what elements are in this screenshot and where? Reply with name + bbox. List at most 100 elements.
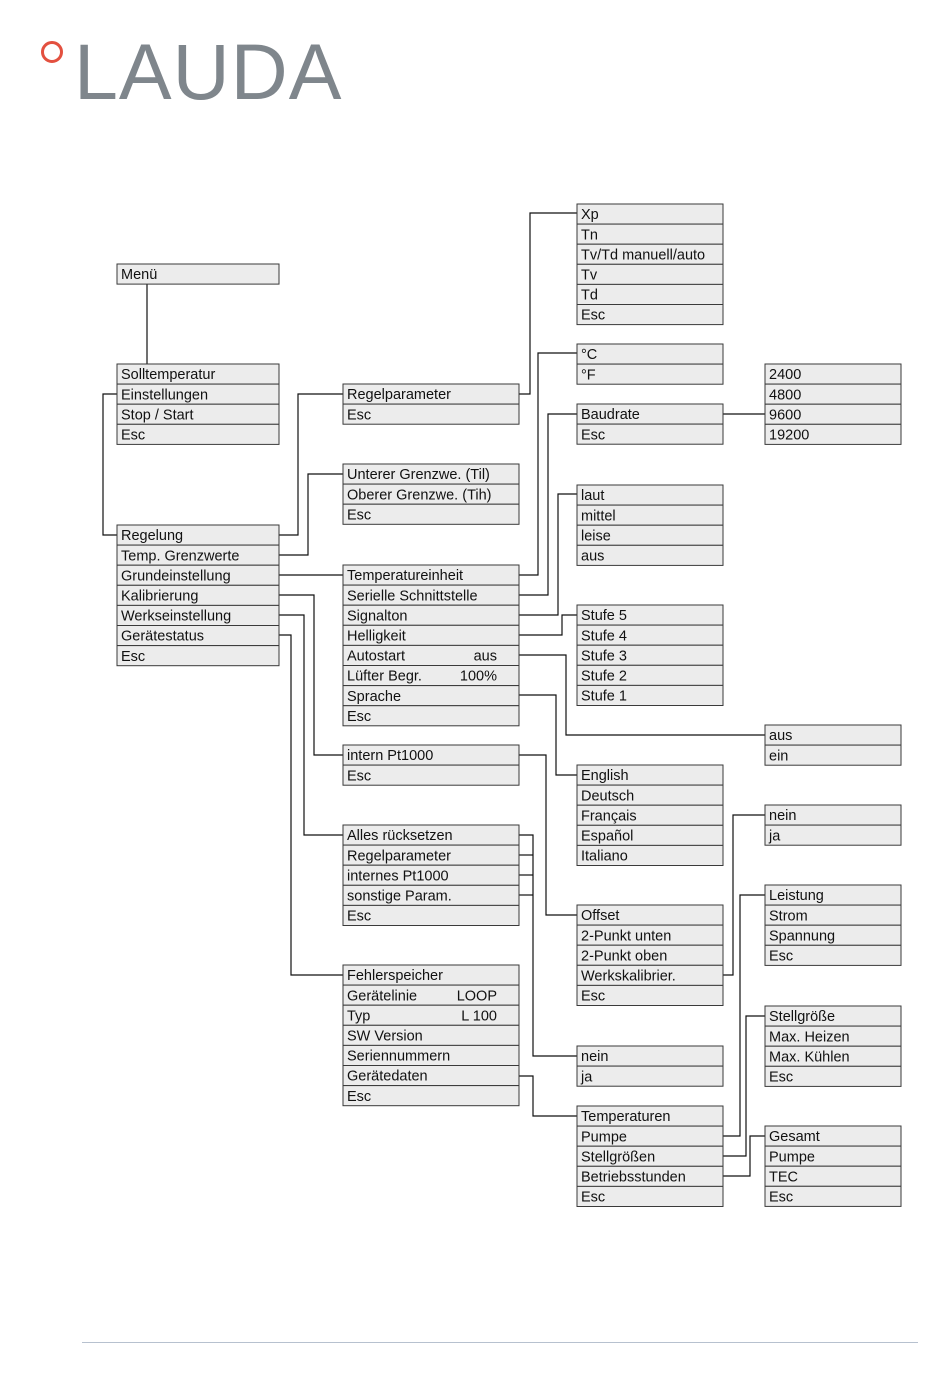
menu-row-box [116,645,280,667]
menu-row-label: Signalton [347,608,407,624]
menu-row: nein [576,1045,724,1067]
connector-line [519,754,577,916]
menu-row: Gerätestatus [116,625,280,647]
menu-row: Stellgröße [764,1005,902,1027]
menu-row: Td [576,283,724,305]
menu-row-label: Stellgrößen [581,1149,655,1165]
menu-row: Esc [576,423,724,445]
connector-line [723,894,765,1137]
menu-row: °C [576,343,724,365]
menu-row-box [576,363,724,385]
connector-line [279,614,343,836]
menu-row: Esc [576,984,724,1007]
menu-row: Esc [116,645,280,667]
menu-row-label: Français [581,808,637,824]
menu-row: Regelung [116,524,280,546]
menu-table-limits: Unterer Grenzwe. (Til)Oberer Grenzwe. (T… [342,463,520,525]
menu-row-label: Strom [769,908,808,924]
menu-row: 2-Punkt oben [576,944,724,966]
menu-row-label: Esc [347,909,371,925]
menu-row-label: Stufe 2 [581,669,627,685]
menu-row-box [342,904,520,927]
connector-line [519,413,577,596]
menu-row: Serielle Schnittstelle [342,584,520,606]
menu-row-box [764,824,902,846]
menu-row-label: Esc [581,1190,605,1206]
menu-row-label: Xp [581,207,599,223]
connector-line [519,1075,577,1117]
menu-row-label: Italiano [581,849,628,865]
menu-row-label: Menü [121,267,157,283]
menu-row: Tv/Td manuell/auto [576,243,724,265]
menu-row-label: Leistung [769,888,824,904]
menu-row: Esc [342,403,520,425]
menu-row: Temperaturen [576,1105,724,1127]
menu-row: Unterer Grenzwe. (Til) [342,463,520,485]
connector-line [723,1015,765,1157]
menu-row-value: L 100 [461,1008,497,1024]
menu-row: Helligkeit [342,624,520,646]
menu-row-label: Regelparameter [347,848,451,864]
menu-row-label: Stufe 4 [581,628,627,644]
menu-row: aus [576,544,724,566]
menu-row: Stufe 1 [576,684,724,707]
menu-row-box [764,1065,902,1087]
menu-row-label: Unterer Grenzwe. (Til) [347,467,490,483]
menu-row: SW Version [342,1024,520,1046]
menu-row: Alles rücksetzen [342,824,520,846]
menu-row: Offset [576,904,724,926]
menu-row-label: 2-Punkt unten [581,928,671,944]
menu-row: laut [576,484,724,506]
menu-row: Temperatureinheit [342,564,520,586]
connector-line [519,493,577,616]
menu-row: aus [764,724,902,746]
menu-row-value: LOOP [457,988,497,1004]
menu-row-label: Español [581,829,633,845]
menu-row: 9600 [764,403,902,425]
menu-row-box [576,984,724,1007]
menu-row-box [576,844,724,867]
menu-row: ja [764,824,902,846]
menu-row-box [576,343,724,365]
menu-row-box [576,1185,724,1208]
menu-row-label: Typ [347,1008,370,1024]
menu-row: Lüfter Begr.100% [342,665,520,687]
menu-row-box [342,705,520,727]
menu-row-label: Esc [581,989,605,1005]
menu-row-box [342,503,520,525]
logo-ring-icon [41,41,63,63]
menu-row-label: aus [581,549,604,565]
menu-row: internes Pt1000 [342,864,520,886]
connector-line [102,393,117,536]
menu-row: leise [576,524,724,546]
menu-row: Grundeinstellung [116,564,280,586]
menu-row-box [576,544,724,566]
menu-row: mittel [576,504,724,526]
menu-row-value: 100% [460,669,497,685]
menu-row-box [342,764,520,786]
menu-row: Esc [342,1085,520,1107]
menu-row-box [576,283,724,305]
menu-row-box [576,223,724,245]
menu-row-label: Temp. Grenzwerte [121,548,239,564]
menu-row: Oberer Grenzwe. (Tih) [342,483,520,505]
menu-row: Sprache [342,685,520,707]
menu-row-label: Stellgröße [769,1009,835,1025]
connector-line [519,694,577,776]
menu-row: Español [576,824,724,846]
menu-row-label: 2-Punkt oben [581,948,667,964]
menu-row-label: Gerätedaten [347,1069,428,1085]
menu-row-label: Stufe 3 [581,648,627,664]
menu-row-label: aus [769,728,792,744]
menu-row: TEC [764,1165,902,1187]
menu-row: Esc [576,1185,724,1208]
